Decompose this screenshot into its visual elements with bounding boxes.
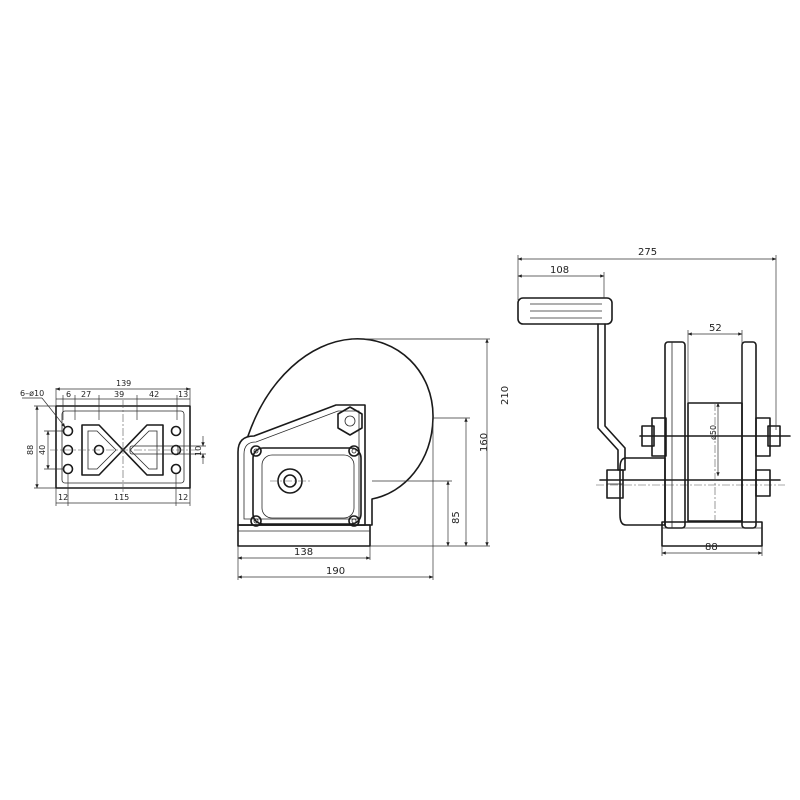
front-base [661,521,763,547]
dim-275: 275 [638,247,657,258]
crank-arm [597,323,626,471]
handle-grip [517,297,613,325]
dim-52: 52 [709,323,722,334]
dim-27: 27 [81,390,91,399]
drum-left-flange [664,341,686,529]
dim-138: 138 [294,547,313,558]
hex-bolt [337,406,363,436]
dim-dia50: ø50 [709,425,718,440]
dim-12-right: 12 [178,493,188,502]
dim-13: 13 [178,390,188,399]
gear-cover [252,447,362,525]
dim-160: 160 [479,433,490,452]
housing-bracket [237,404,366,526]
dim-108: 108 [550,265,569,276]
dim-85: 85 [451,511,462,524]
dim-6: 6 [66,390,71,399]
dim-12-left: 12 [58,493,68,502]
dim-88-left: 88 [26,445,35,455]
dim-139: 139 [116,379,131,388]
dim-39: 39 [114,390,124,399]
dim-210: 210 [500,386,511,405]
drum-right-flange [741,341,757,529]
dim-42: 42 [149,390,159,399]
gear-housing [619,457,666,526]
base-plate-view: 139 6 27 39 42 13 6–ø10 88 40 10 [20,379,206,506]
side-view: 85 160 210 138 190 [237,338,511,580]
bowtie-cutout [81,424,164,476]
dim-115: 115 [114,493,129,502]
dim-10: 10 [194,446,203,456]
dim-88-front: 88 [705,542,718,553]
front-view: 275 108 52 ø50 88 [517,247,791,556]
dim-190: 190 [326,566,345,577]
drum-flange [239,338,434,526]
hole-callout: 6–ø10 [20,389,44,398]
side-base [237,524,371,547]
dim-40: 40 [38,445,47,455]
